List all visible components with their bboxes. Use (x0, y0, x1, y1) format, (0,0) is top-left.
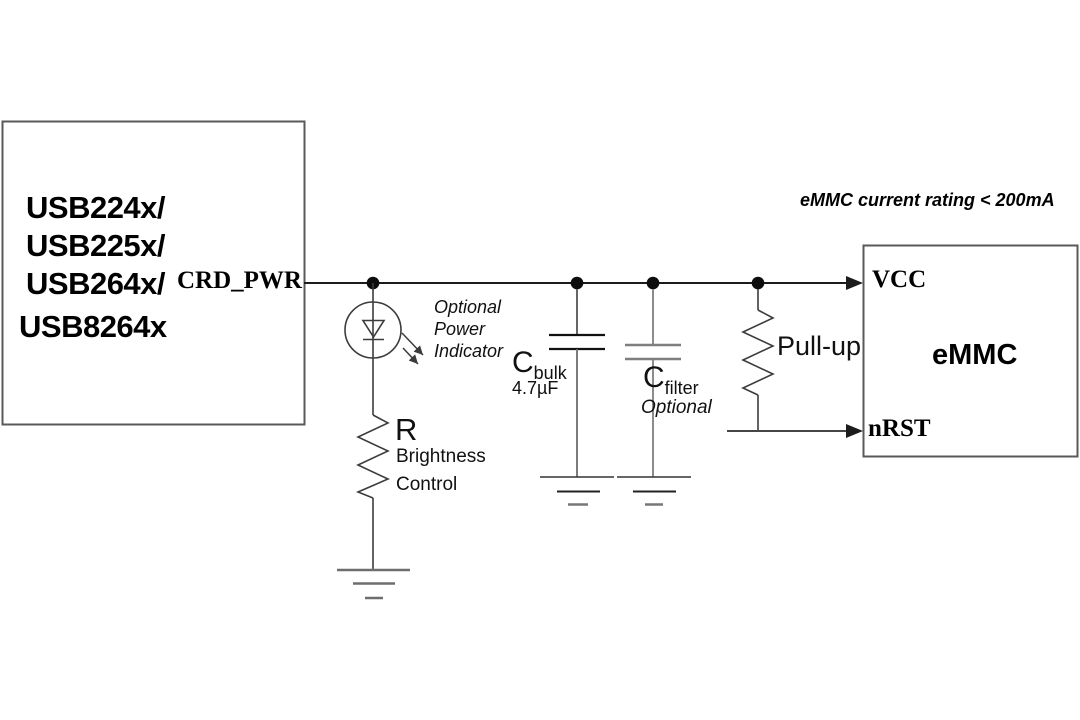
hub-part-line-4: USB8264x (19, 309, 167, 344)
cap-filter-symbol-letter: C (643, 361, 665, 394)
hub-part-line-1: USB224x/ (26, 190, 166, 225)
cap-bulk-symbol-letter: C (512, 346, 534, 379)
cap-bulk-subscript: bulk (533, 363, 567, 383)
hub-part-line-2: USB225x/ (26, 228, 166, 263)
cap-filter-plates-icon (625, 343, 681, 361)
junction-dot-cbulk (570, 276, 584, 290)
ground-symbol-r-icon (337, 568, 410, 600)
vcc-arrowhead-icon (846, 276, 863, 290)
cap-bulk-plates-icon (549, 333, 605, 351)
vcc-pin-label: VCC (872, 266, 927, 293)
nrst-wire-group (727, 424, 863, 438)
power-rail-wire (304, 276, 863, 290)
led-note-line-1: Optional (434, 297, 502, 317)
led-note-line-2: Power (434, 319, 486, 339)
cap-bulk-branch (540, 289, 614, 506)
junction-dot-cfilter (646, 276, 660, 290)
cap-filter-label: Cfilter (643, 361, 699, 398)
usb-hub-box (1, 120, 306, 426)
nrst-pin-label: nRST (868, 415, 931, 442)
led-circle-icon (344, 301, 402, 359)
ground-symbol-cfilter-icon (617, 476, 691, 506)
nrst-arrowhead-icon (846, 424, 863, 438)
pullup-zigzag-icon (741, 309, 775, 396)
led-branch (344, 283, 424, 415)
resistor-r-label: R (395, 412, 418, 447)
junction-dot-pullup (751, 276, 765, 290)
resistor-r-note-line-2: Control (396, 474, 458, 495)
hub-part-line-3: USB264x/ (26, 266, 166, 301)
light-emission-arrows-icon (401, 332, 424, 365)
ground-symbol-cbulk-icon (540, 476, 614, 506)
emmc-title: eMMC (932, 339, 1018, 371)
resistor-r-zigzag-icon (355, 414, 390, 499)
pullup-branch (741, 289, 775, 430)
diode-triangle-icon (361, 319, 386, 339)
cap-bulk-label: Cbulk (512, 346, 567, 383)
led-note-line-3: Indicator (434, 341, 504, 361)
emmc-box (862, 244, 1079, 458)
current-rating-note: eMMC current rating < 200mA (800, 190, 1055, 210)
cap-filter-subscript: filter (664, 378, 699, 398)
led-annotation: Optional Power Indicator (434, 296, 503, 362)
cap-bulk-value: 4.7µF (512, 378, 559, 398)
resistor-r-branch (337, 414, 410, 600)
cap-filter-branch (617, 289, 691, 506)
pullup-label: Pull-up (777, 331, 862, 361)
crd-pwr-pin-label: CRD_PWR (177, 267, 302, 294)
cap-filter-note: Optional (641, 397, 712, 418)
resistor-r-note-line-1: Brightness (396, 446, 486, 467)
